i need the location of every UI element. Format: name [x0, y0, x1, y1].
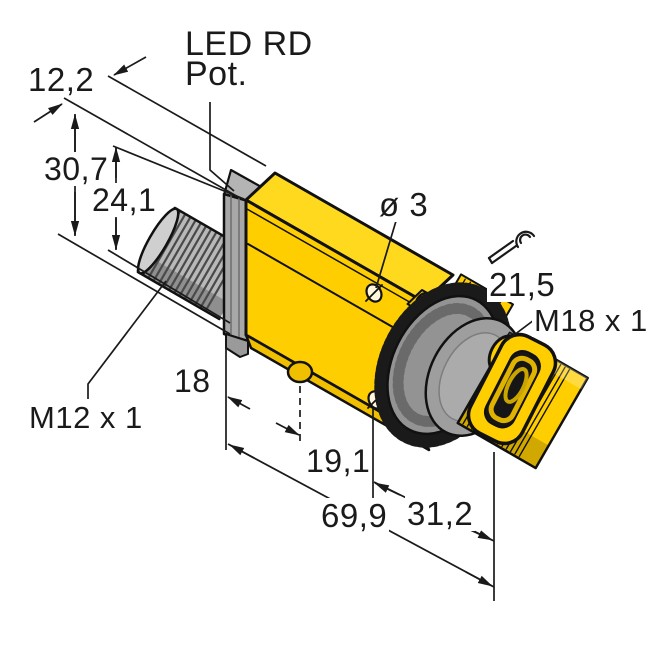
dim-body-height: 24,1: [90, 182, 159, 218]
dim-hole-to-lens: 31,2: [405, 495, 476, 532]
rear-thread-label: M12 x 1: [27, 400, 145, 435]
leader-lines: [87, 102, 535, 399]
sensor-nose: [466, 332, 558, 446]
hole-diameter-label: ø 3: [377, 186, 431, 223]
dim-top-width: 12,2: [26, 61, 97, 98]
wrench-size-label: 21,5: [487, 266, 558, 303]
front-thread-label: M18 x 1: [532, 303, 650, 338]
mounting-nub: [286, 360, 314, 384]
mounting-hole-top: [365, 283, 383, 303]
lens-element: [503, 367, 529, 404]
wrench-icon: [487, 230, 536, 265]
dim-overall-length: 69,9: [319, 497, 390, 534]
pot-label: Pot.: [183, 55, 250, 93]
pot-leader-line: [209, 102, 235, 192]
dim-overall-height: 30,7: [42, 151, 111, 187]
dim-nub-to-hole: 19,1: [304, 443, 373, 479]
m12-leader-line: [87, 280, 167, 399]
sensor-figure: [136, 168, 589, 470]
dim-rear-to-nub: 18: [172, 363, 213, 399]
hole-leader-line: [375, 220, 397, 289]
m18-leader-line: [505, 319, 535, 342]
housing-chamfer-line: [246, 208, 421, 309]
